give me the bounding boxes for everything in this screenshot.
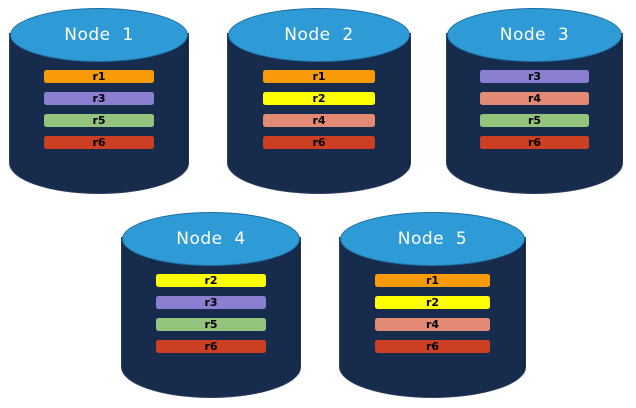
node-label: Node 4 [176, 229, 246, 249]
replica-list: r1 r2 r4 r6 [228, 70, 410, 149]
replica-bar[interactable]: r6 [480, 136, 589, 149]
replica-bar[interactable]: r1 [262, 70, 376, 83]
cylinder-top-ellipse [10, 8, 188, 62]
replica-bar[interactable]: r4 [375, 318, 490, 331]
node-label: Node 5 [397, 229, 468, 249]
replica-bar[interactable]: r5 [155, 318, 267, 331]
node-cylinder-5[interactable]: Node 5 r1 r2 r4 r6 [340, 212, 526, 397]
replica-list: r2 r3 r5 r6 [122, 274, 300, 353]
cylinder-shape [447, 8, 623, 193]
replica-bar[interactable]: r5 [43, 114, 155, 127]
node-cylinder-2[interactable]: Node 2 r1 r2 r4 r6 [228, 8, 411, 193]
node-cylinder-1[interactable]: Node 1 r1 r3 r5 r6 [10, 8, 189, 193]
replica-bar[interactable]: r1 [43, 70, 155, 83]
node-label: Node 1 [64, 25, 134, 45]
replica-list: r1 r2 r4 r6 [340, 274, 525, 353]
replica-bar[interactable]: r6 [375, 340, 490, 353]
replica-bar[interactable]: r2 [155, 274, 267, 287]
cylinder-shape [340, 212, 526, 397]
replica-bar[interactable]: r3 [155, 296, 267, 309]
cylinder-shape [10, 8, 189, 193]
node-cylinder-4[interactable]: Node 4 r2 r3 r5 r6 [122, 212, 301, 397]
replica-bar[interactable]: r5 [480, 114, 589, 127]
replica-bar[interactable]: r1 [375, 274, 490, 287]
replica-bar[interactable]: r2 [375, 296, 490, 309]
cylinder-top-ellipse [340, 212, 525, 266]
cylinder-shape [228, 8, 411, 193]
replica-bar[interactable]: r3 [480, 70, 589, 83]
replica-bar[interactable]: r6 [43, 136, 155, 149]
replica-bar[interactable]: r2 [262, 92, 376, 105]
node-label: Node 2 [284, 25, 354, 45]
node-label: Node 3 [499, 25, 570, 45]
replica-bar[interactable]: r6 [155, 340, 267, 353]
replica-bar[interactable]: r4 [262, 114, 376, 127]
replica-bar[interactable]: r4 [480, 92, 589, 105]
node-cylinder-3[interactable]: Node 3 r3 r4 r5 r6 [447, 8, 623, 193]
cylinder-top-ellipse [122, 212, 300, 266]
replica-list: r1 r3 r5 r6 [10, 70, 188, 149]
replica-bar[interactable]: r6 [262, 136, 376, 149]
replica-list: r3 r4 r5 r6 [447, 70, 622, 149]
cylinder-top-ellipse [447, 8, 622, 62]
cylinder-top-ellipse [228, 8, 410, 62]
replica-bar[interactable]: r3 [43, 92, 155, 105]
